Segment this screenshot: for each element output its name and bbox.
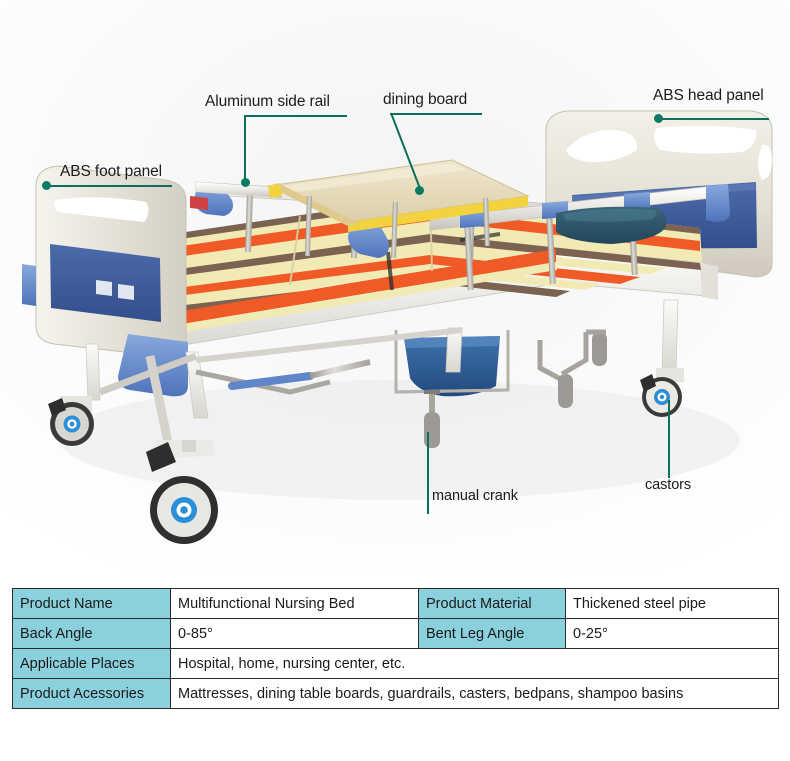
callout-label-aluminum-side-rail: Aluminum side rail	[205, 93, 330, 110]
castor-front-near	[146, 440, 218, 544]
callout-leader-castors	[668, 400, 670, 478]
table-row: Back Angle 0-85° Bent Leg Angle 0-25°	[12, 618, 779, 649]
spec-table-container: Product Name Multifunctional Nursing Bed…	[12, 588, 779, 709]
spec-value-product-name: Multifunctional Nursing Bed	[170, 588, 419, 619]
manual-crank-graphic	[195, 329, 607, 448]
callout-rule-abs-foot-panel	[46, 185, 172, 187]
callout-label-abs-head-panel: ABS head panel	[653, 87, 764, 104]
callout-rule-aluminum-side-rail	[244, 115, 347, 117]
spec-key-back-angle: Back Angle	[12, 618, 171, 649]
product-figure: ABS foot panel Aluminum side rail dining…	[0, 0, 790, 570]
spec-key-product-name: Product Name	[12, 588, 171, 619]
abs-foot-panel-graphic	[22, 165, 188, 397]
spec-key-product-material: Product Material	[418, 588, 566, 619]
callout-leader-aluminum-side-rail	[244, 115, 246, 182]
callout-dot-dining-board	[415, 186, 424, 195]
floor-shadow	[60, 380, 740, 500]
callout-dot-abs-foot-panel	[42, 181, 51, 190]
callout-label-abs-foot-panel: ABS foot panel	[60, 163, 163, 180]
dining-board-graphic	[266, 159, 530, 259]
spec-key-applicable-places: Applicable Places	[12, 648, 171, 679]
callout-label-castors: castors	[645, 477, 692, 493]
castor-wheels	[48, 368, 684, 544]
table-row: Applicable Places Hospital, home, nursin…	[12, 648, 779, 679]
product-spec-table: Product Name Multifunctional Nursing Bed…	[12, 588, 779, 709]
bed-legs	[85, 299, 679, 453]
castor-rear-right	[640, 368, 684, 417]
table-row: Product Acessories Mattresses, dining ta…	[12, 678, 779, 709]
callout-leader-manual-crank	[427, 432, 429, 514]
spec-key-bent-leg-angle: Bent Leg Angle	[418, 618, 566, 649]
spec-value-bent-leg-angle: 0-25°	[565, 618, 779, 649]
spec-value-back-angle: 0-85°	[170, 618, 419, 649]
callout-rule-dining-board	[390, 113, 482, 115]
callout-dot-aluminum-side-rail	[241, 178, 250, 187]
table-row: Product Name Multifunctional Nursing Bed…	[12, 588, 779, 619]
castor-front-left	[48, 396, 94, 446]
spec-value-product-acessories: Mattresses, dining table boards, guardra…	[170, 678, 779, 709]
callout-rule-abs-head-panel	[658, 118, 769, 120]
callout-label-dining-board: dining board	[383, 91, 468, 108]
nursing-bed-illustration	[0, 0, 790, 570]
bedpan-basin	[556, 206, 667, 244]
callout-label-manual-crank: manual crank	[432, 488, 518, 504]
spec-value-product-material: Thickened steel pipe	[565, 588, 779, 619]
spec-key-product-acessories: Product Acessories	[12, 678, 171, 709]
spec-value-applicable-places: Hospital, home, nursing center, etc.	[170, 648, 779, 679]
callout-dot-abs-head-panel	[654, 114, 663, 123]
spec-table-body: Product Name Multifunctional Nursing Bed…	[12, 588, 779, 709]
